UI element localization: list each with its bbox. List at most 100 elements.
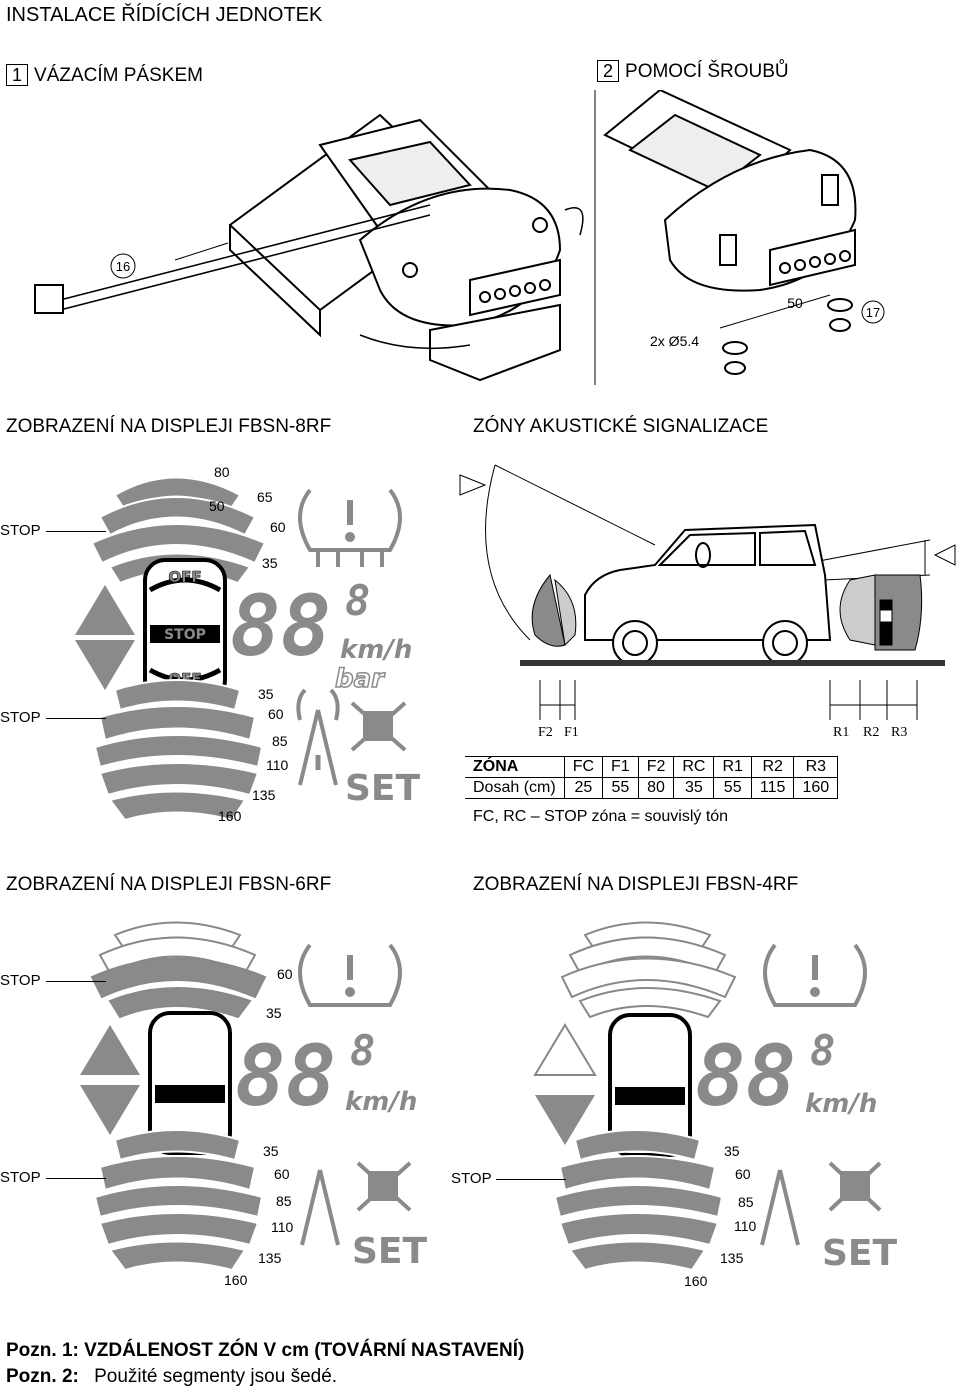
set-label: SET (352, 1231, 428, 1272)
svg-text:8: 8 (345, 576, 370, 625)
front-zone-lobes (531, 573, 577, 647)
up-arrow-icon (533, 1023, 597, 1076)
mute-icon (350, 701, 407, 752)
fbsn8-rear-60: 60 (268, 706, 284, 722)
callout-17: 17 (866, 305, 880, 320)
fbsn8-front-60: 60 (270, 519, 286, 535)
fbsn6-front-35: 35 (266, 1005, 282, 1021)
note-2: Pozn. 2: Použité segmenty jsou šedé. (6, 1366, 337, 1388)
zones-header-cell: ZÓNA (465, 756, 565, 778)
zones-header-cell: R2 (750, 756, 795, 778)
rear-sensor-arcs (93, 679, 264, 822)
zones-title: ZÓNY AKUSTICKÉ SIGNALIZACE (473, 416, 769, 437)
fbsn4-stop-rear-line (496, 1179, 566, 1180)
zones-row-cell: 115 (750, 777, 795, 799)
zone-label-r3: R3 (891, 725, 908, 740)
down-arrow-icon (80, 1085, 140, 1135)
rear-zone-lobes (839, 574, 923, 651)
screw-mount-drawing (603, 90, 857, 375)
fbsn4-rear-60: 60 (735, 1166, 751, 1182)
fbsn8-rear-85: 85 (272, 733, 288, 749)
dimension-50: 50 (787, 295, 803, 311)
zones-table: ZÓNA FC F1 F2 RC R1 R2 R3 Dosah (cm) 25 … (465, 756, 839, 799)
fbsn4-rear-135: 135 (720, 1250, 744, 1266)
zones-header-cell: RC (673, 756, 715, 778)
fbsn6-stop-front: STOP (0, 972, 41, 989)
zones-note: FC, RC – STOP zóna = souvislý tón (473, 808, 729, 825)
svg-text:88: 88 (230, 577, 331, 675)
signal-icon (760, 1169, 800, 1246)
up-arrow-icon (75, 585, 135, 635)
set-label: SET (822, 1233, 898, 1274)
set-label: SET (345, 768, 421, 809)
fbsn6-rear-35: 35 (263, 1143, 279, 1159)
fbsn8-rear-135: 135 (252, 787, 276, 803)
down-arrow-icon (535, 1095, 595, 1145)
zones-row-cell: 35 (673, 777, 715, 799)
mute-icon (828, 1161, 882, 1212)
up-arrow-icon (80, 1025, 140, 1075)
note-2-prefix: Pozn. 2: (6, 1366, 79, 1387)
zones-header-cell: R3 (793, 756, 839, 778)
off-badge-front: OFF (168, 568, 201, 586)
strap-mount-drawing (34, 113, 584, 382)
fbsn8-rear-110: 110 (266, 757, 289, 773)
zone-label-r2: R2 (863, 725, 880, 740)
fbsn8-stop-front-line (46, 531, 106, 532)
callout-16: 16 (116, 259, 130, 274)
fbsn4-rear-160: 160 (684, 1273, 708, 1289)
option-2-number: 2 (597, 60, 620, 82)
front-sensor-arcs (90, 921, 267, 1019)
kmh-label: km/h (340, 635, 412, 665)
fbsn8-rear-160: 160 (218, 808, 242, 824)
svg-text:km/h: km/h (805, 1089, 877, 1119)
svg-text:88: 88 (695, 1027, 796, 1125)
fbsn6-rear-85: 85 (276, 1193, 292, 1209)
zones-row-cell: 160 (793, 777, 839, 799)
fbsn6-title: ZOBRAZENÍ NA DISPLEJI FBSN-6RF (6, 874, 332, 895)
fbsn4-rear-35: 35 (724, 1143, 740, 1159)
fbsn6-rear-60: 60 (274, 1166, 290, 1182)
option-1-label: VÁZACÍM PÁSKEM (34, 65, 203, 86)
signal-icon (300, 1169, 340, 1246)
car-side-view (584, 523, 832, 666)
note-1: Pozn. 1: VZDÁLENOST ZÓN V cm (TOVÁRNÍ NA… (6, 1340, 525, 1361)
bar-label: bar (335, 664, 386, 694)
digit-display: 88 8 km/h (695, 1026, 877, 1125)
zones-row-cell: 55 (602, 777, 639, 799)
down-arrow-icon (75, 640, 135, 690)
car-icon (143, 558, 227, 702)
zones-header-cell: F2 (637, 756, 675, 778)
signal-icon (296, 688, 340, 786)
zones-row-cell: 80 (637, 777, 675, 799)
tire-pressure-icon (298, 943, 402, 1007)
fbsn8-stop-front: STOP (0, 522, 41, 539)
zones-row-cell: Dosah (cm) (465, 777, 565, 799)
zones-header-cell: F1 (602, 756, 639, 778)
fbsn8-display: OFF STOP OFF 88 8 km/h bar SET (75, 476, 421, 822)
fbsn4-title: ZOBRAZENÍ NA DISPLEJI FBSN-4RF (473, 874, 799, 895)
option-1-number: 1 (6, 64, 29, 86)
zone-label-r1: R1 (833, 725, 850, 740)
rear-sensor-arcs (553, 1129, 724, 1272)
fbsn8-stop-rear: STOP (0, 709, 41, 726)
stop-badge: STOP (164, 627, 206, 643)
fbsn6-rear-160: 160 (224, 1272, 248, 1288)
zone-label-f1: F1 (564, 725, 579, 740)
page-title: INSTALACE ŘÍDÍCÍCH JEDNOTEK (6, 4, 323, 26)
fbsn6-stop-rear-line (46, 1178, 106, 1179)
note-2-text: Použité segmenty jsou šedé. (94, 1366, 338, 1387)
rear-sensor-arcs (93, 1129, 264, 1272)
zones-row-cell: 55 (713, 777, 752, 799)
fbsn8-front-50: 50 (209, 498, 225, 514)
fbsn6-stop-front-line (46, 981, 106, 982)
fbsn8-front-35: 35 (262, 555, 278, 571)
mute-icon (356, 1161, 412, 1212)
tire-pressure-icon (298, 488, 402, 567)
zones-diagram (459, 464, 956, 720)
svg-text:8: 8 (810, 1026, 835, 1075)
fbsn8-stop-rear-line (46, 718, 106, 719)
zones-header-cell: FC (563, 756, 604, 778)
fbsn8-front-65: 65 (257, 489, 273, 505)
